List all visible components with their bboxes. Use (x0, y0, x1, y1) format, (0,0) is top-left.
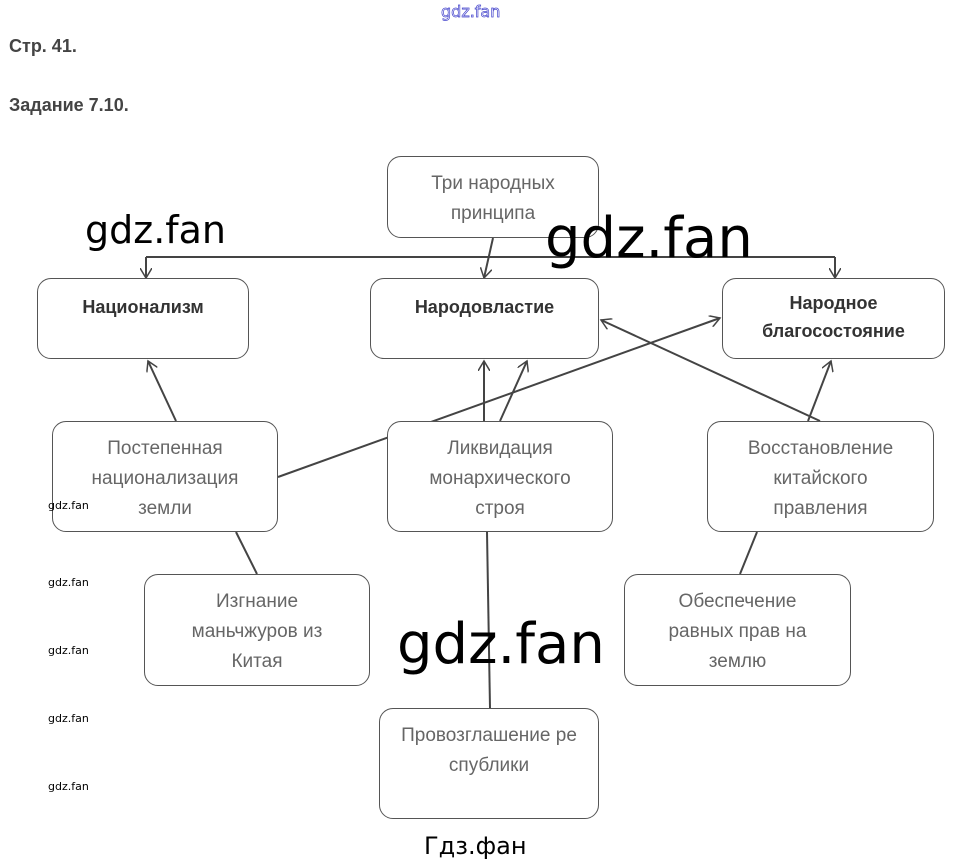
watermark-large: gdz.fan (545, 206, 753, 271)
node-label: Народовластие (414, 297, 555, 317)
arrow-restoration-to-welfare (807, 361, 831, 422)
node-label: Провозглашение республики (401, 725, 577, 776)
node-label: Постепенная национализация земли (91, 438, 239, 519)
node-label: Национализм (82, 297, 204, 317)
watermark-footer: Гдз.фан (424, 832, 527, 860)
task-title: Задание 7.10. (9, 95, 129, 115)
watermark-large: gdz.fan (397, 612, 605, 677)
page-number: Стр. 41. (9, 36, 77, 56)
line-land-expulsion (235, 531, 258, 575)
arrow-land-to-welfare (277, 318, 720, 478)
node-democracy: Народовластие (370, 278, 599, 359)
node-label: Изгнание маньчжуров из Китая (191, 591, 323, 672)
node-root: Три народных принципа (387, 156, 599, 238)
arrow-restoration-to-democracy (601, 320, 821, 422)
line-restoration-rights (739, 531, 758, 575)
arrow-land-to-nationalism (148, 361, 177, 422)
node-label: Народное благосостояние (762, 293, 905, 341)
node-chinese-rule: Восстановление китайского правления (707, 421, 934, 532)
watermark-small: gdz.fan (48, 576, 89, 589)
node-equal-land-rights: Обеспечение равных прав на землю (624, 574, 851, 686)
node-republic: Провозглашение республики (379, 708, 599, 819)
watermark-top: gdz.fan (441, 2, 501, 22)
node-expulsion: Изгнание маньчжуров из Китая (144, 574, 370, 686)
arrow-monarchy-to-democracy-2 (499, 361, 527, 422)
line-monarchy-republic (486, 531, 491, 709)
node-welfare: Народное благосостояние (722, 278, 945, 359)
node-label: Три народных принципа (431, 173, 555, 224)
watermark-small: gdz.fan (48, 780, 89, 793)
watermark-small: gdz.fan (48, 712, 89, 725)
node-label: Восстановление китайского правления (747, 438, 894, 519)
watermark-small: gdz.fan (48, 644, 89, 657)
node-monarchy-abolition: Ликвидация монархического строя (387, 421, 613, 532)
watermark-small: gdz.fan (48, 499, 89, 512)
watermark-large: gdz.fan (85, 208, 227, 252)
node-land-nationalization: Постепенная национализация земли (52, 421, 278, 532)
node-nationalism: Национализм (37, 278, 249, 359)
node-label: Обеспечение равных прав на землю (668, 591, 807, 672)
node-label: Ликвидация монархического строя (429, 438, 571, 519)
